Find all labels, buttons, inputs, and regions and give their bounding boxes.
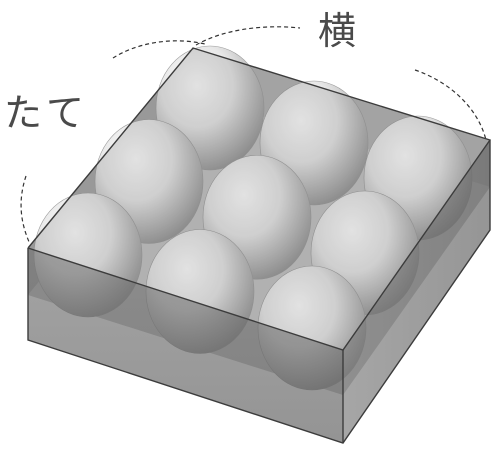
box-right-face bbox=[343, 140, 490, 443]
horizontal-label: 横 bbox=[318, 9, 357, 53]
dashed-arc-left-side bbox=[20, 175, 31, 245]
dashed-arc-left-top bbox=[112, 40, 206, 59]
box-edges bbox=[27, 47, 491, 444]
vertical-label: たて bbox=[4, 91, 89, 135]
dashed-arc-right bbox=[414, 69, 487, 141]
box-top-face bbox=[28, 48, 490, 350]
dashed-arc-top bbox=[195, 26, 301, 46]
box-front-face bbox=[28, 248, 343, 443]
